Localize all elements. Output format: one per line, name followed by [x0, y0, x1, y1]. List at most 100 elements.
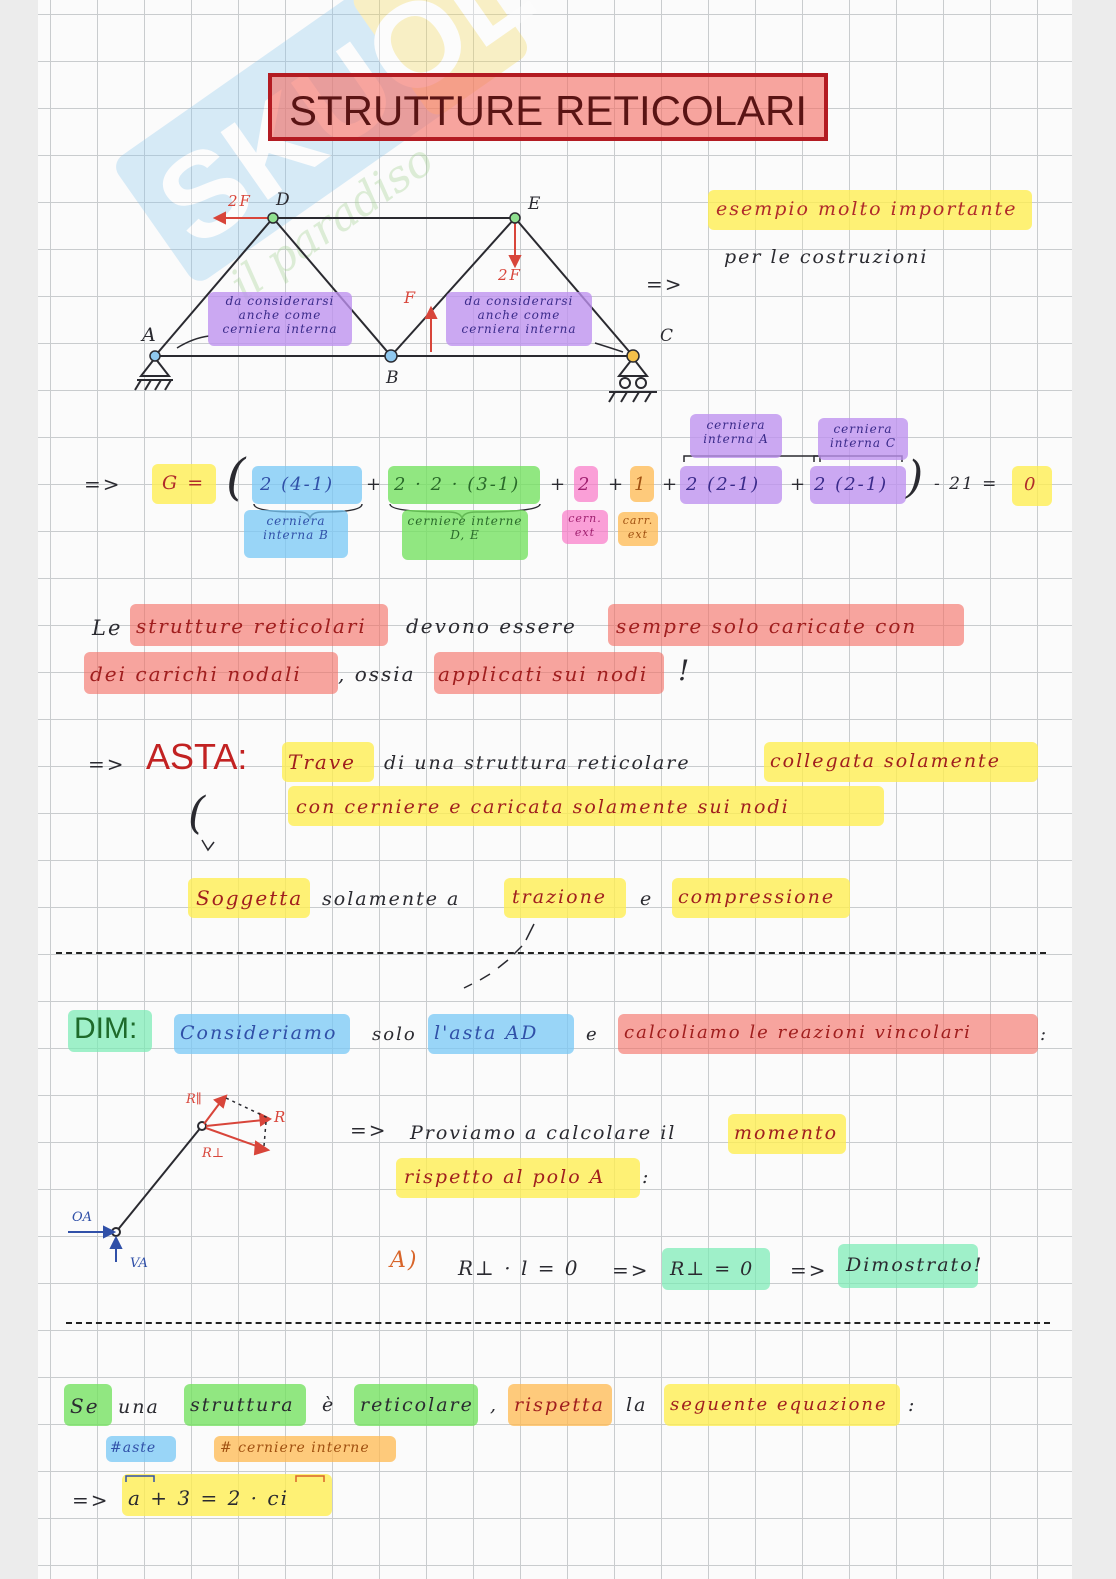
term-3: 2 [578, 474, 592, 495]
stmt-hl-5 [84, 652, 338, 694]
stmt-word-1: Le [92, 616, 123, 640]
t3-highlight [574, 466, 598, 502]
moment-text-3: rispetto al polo A [404, 1166, 606, 1188]
notebook-page: SKUOL il paradiso STRUTTURE RETICOLARI [38, 0, 1072, 1579]
t4-label: carr. ext [622, 514, 654, 541]
note-left: da considerarsi anche come cerniera inte… [222, 294, 338, 336]
t2-highlight [388, 466, 540, 504]
rule-hl-7 [508, 1384, 612, 1426]
asta-word-2: di una struttura reticolare [384, 752, 691, 774]
result-value: 0 [1024, 474, 1038, 495]
compressione-word: compressione [678, 886, 836, 908]
vec-r-perp: R⊥ [202, 1146, 225, 1161]
asta-word-1: Trave [288, 750, 356, 774]
minus-term: - 21 = [934, 474, 999, 494]
reaction-oa: OA [72, 1210, 93, 1225]
asta-hl-1 [282, 742, 374, 782]
t5-label-highlight [690, 414, 782, 458]
t6-label-highlight [818, 418, 908, 460]
moment-symbol: A) [390, 1248, 419, 1273]
stmt-hl-4 [608, 604, 964, 646]
stmt-word-3: devono essere [406, 614, 577, 638]
trazione-hl [504, 878, 626, 918]
compressione-hl [672, 878, 850, 918]
node-a-label: A [142, 324, 158, 346]
dim-hl-3 [428, 1014, 574, 1054]
side-note-line1: esempio molto importante [716, 198, 1018, 220]
term-6: 2 (2-1) [814, 474, 889, 495]
stmt-word-5: dei carichi nodali [90, 662, 302, 686]
page-title: STRUTTURE RETICOLARI [288, 87, 808, 134]
rule-word-1: Se [70, 1394, 100, 1418]
rule-word-4: è [322, 1394, 336, 1416]
result-highlight [1012, 466, 1052, 506]
node-b-label: B [386, 368, 401, 388]
dim-word-3: l'asta AD [434, 1022, 539, 1044]
t1-highlight [252, 466, 362, 504]
g-symbol: G = [162, 472, 206, 494]
moment-text-1: Proviamo a calcolare il [410, 1122, 677, 1144]
rule-hl-9 [664, 1384, 900, 1426]
asta-word-3: collegata solamente [770, 750, 1001, 772]
t6-highlight [810, 466, 906, 504]
r-perp-zero-hl [662, 1248, 770, 1290]
rule-word-2: una [118, 1396, 160, 1418]
aste-label-hl [106, 1436, 176, 1462]
note-right-highlight [446, 292, 592, 346]
soggetta-word: Soggetta [196, 886, 304, 910]
cerniere-label: # cerniere interne [220, 1440, 370, 1456]
rispetto-hl [396, 1158, 640, 1198]
t1-label-highlight [244, 510, 348, 558]
rule-word-3: struttura [190, 1394, 295, 1416]
rule-hl-3 [184, 1384, 306, 1426]
stmt-word-6: , ossia [338, 662, 416, 686]
rule-word-9: seguente equazione [670, 1394, 888, 1415]
t3-label: cern. ext [568, 512, 602, 539]
formula-brackets [125, 1475, 325, 1482]
note-right: da considerarsi anche come cerniera inte… [461, 294, 577, 336]
open-paren: ( [226, 448, 246, 506]
moment-eq-2: R⊥ = 0 [670, 1258, 755, 1280]
vec-r: R [274, 1108, 286, 1126]
reaction-va: VA [130, 1256, 148, 1271]
aste-label: #aste [110, 1440, 157, 1456]
asta-hl-3 [764, 742, 1038, 782]
equation-arrow: => [84, 472, 122, 496]
stmt-word-7: applicati sui nodi [438, 662, 649, 686]
asta-paren: ( [188, 788, 206, 839]
t2-label-highlight [402, 510, 528, 560]
moment-text-2: momento [734, 1122, 839, 1144]
t2-label: cerniere interne D, E [407, 514, 523, 542]
dim-hl-1 [174, 1014, 350, 1054]
dim-hl-5 [618, 1014, 1038, 1054]
asta-word-4: con cerniere e caricata solamente sui no… [296, 796, 790, 818]
dim-word-1: Consideriamo [180, 1022, 338, 1044]
dim-word-5: calcoliamo le reazioni vincolari [624, 1022, 972, 1043]
rule-word-10: : [908, 1394, 917, 1416]
term-2: 2 · 2 · (3-1) [394, 474, 521, 495]
dimostrato-hl [838, 1244, 978, 1288]
term-1: 2 (4-1) [260, 474, 335, 495]
dim-label: DIM: [74, 1012, 138, 1045]
stmt-word-4: sempre solo caricate con [616, 614, 918, 638]
rule-word-6: , [490, 1394, 499, 1416]
dim-hl [68, 1010, 152, 1052]
cerniere-label-hl [214, 1436, 396, 1462]
rule-hl-1 [64, 1384, 112, 1426]
momento-hl [728, 1114, 846, 1154]
t5-label: cerniera interna A [703, 418, 769, 446]
moment-eq-1: R⊥ · l = 0 [458, 1256, 580, 1280]
t1-label: cerniera interna B [263, 514, 329, 542]
plus-3: + [608, 474, 626, 495]
rule-hl-5 [354, 1384, 478, 1426]
solamente-word: solamente a [322, 888, 461, 910]
g-highlight [152, 464, 216, 504]
dim-word-6: : [1040, 1024, 1049, 1045]
plus-1: + [366, 474, 384, 495]
t4-label-highlight [618, 512, 658, 546]
moment-arrow-3: => [790, 1258, 828, 1282]
dim-word-2: solo [372, 1024, 417, 1045]
rule-arrow: => [72, 1488, 110, 1512]
t3-label-highlight [562, 510, 608, 544]
dotted-connector [463, 923, 535, 989]
